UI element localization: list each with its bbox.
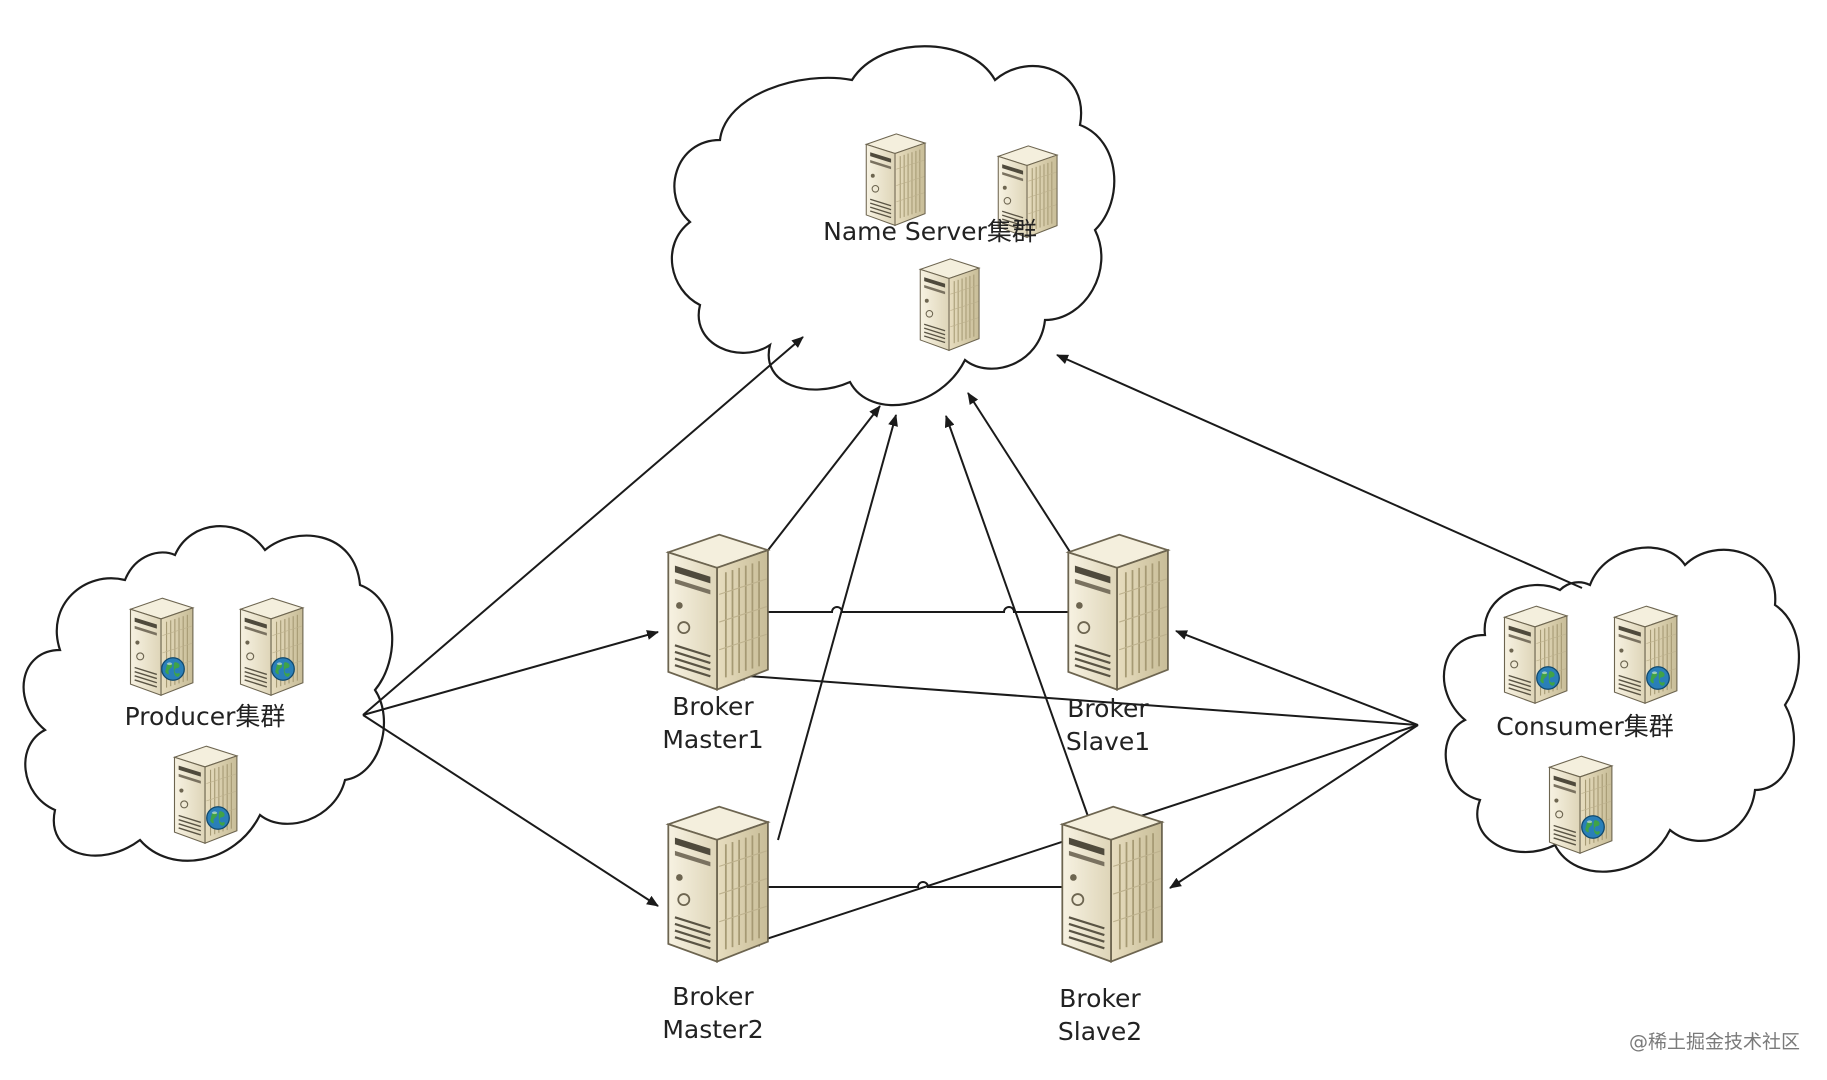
broker-slave1-label-line1: Broker (1067, 694, 1149, 723)
edge-consumer-slave2 (1169, 724, 1419, 889)
edge-master1-slave1 (720, 606, 1123, 617)
broker-slave1-label-line2: Slave1 (1066, 727, 1150, 756)
broker-master1-label-line2: Master1 (662, 725, 763, 754)
edge-master2-nameserver (777, 414, 898, 841)
broker-slave2-label-line2: Slave2 (1058, 1017, 1142, 1046)
broker-master2-label-line1: Broker (672, 982, 754, 1011)
consumer-node-3-server-icon (1548, 755, 1613, 854)
consumer-node-1-globe-icon (1536, 666, 1560, 690)
nameserver-cloud (670, 45, 1116, 407)
consumer-cloud (1442, 546, 1800, 873)
producer-label: Producer集群 (125, 702, 286, 731)
edge-consumer-nameserver (1056, 354, 1583, 589)
producer-node-1-server-icon (129, 597, 194, 696)
edge-consumer-slave1 (1175, 630, 1419, 726)
edge-producer-nameserver (362, 336, 804, 716)
producer-node-1-globe-icon (161, 657, 185, 681)
producer-node-2-server-icon (239, 597, 304, 696)
broker-master1-label-line1: Broker (672, 692, 754, 721)
consumer-node-2-globe-icon (1646, 666, 1670, 690)
broker-slave1-server-icon (1067, 533, 1170, 691)
broker-master2-label-line2: Master2 (662, 1015, 763, 1044)
nameserver-node-3-server-icon (919, 258, 980, 352)
consumer-node-3-globe-icon (1581, 815, 1605, 839)
broker-master2-server-icon (667, 805, 770, 963)
nameserver-node-1-server-icon (865, 133, 926, 227)
edge-producer-master1 (362, 630, 659, 716)
broker-slave2-label-line1: Broker (1059, 984, 1141, 1013)
edge-producer-master2 (362, 714, 659, 907)
producer-node-3-globe-icon (206, 806, 230, 830)
consumer-node-2-server-icon (1613, 605, 1678, 704)
consumer-node-1-server-icon (1503, 605, 1568, 704)
broker-master1-server-icon (667, 533, 770, 691)
producer-node-3-server-icon (173, 745, 238, 844)
connections (362, 336, 1583, 947)
edge-consumer-master1 (733, 670, 1419, 726)
edge-slave2-nameserver (944, 415, 1091, 823)
watermark-text: @稀土掘金技术社区 (1629, 1031, 1800, 1053)
producer-node-2-globe-icon (271, 657, 295, 681)
edge-master2-slave2 (720, 881, 1116, 892)
nameserver-label: Name Server集群 (823, 217, 1037, 246)
consumer-label: Consumer集群 (1496, 712, 1673, 741)
broker-slave2-server-icon (1061, 805, 1164, 963)
